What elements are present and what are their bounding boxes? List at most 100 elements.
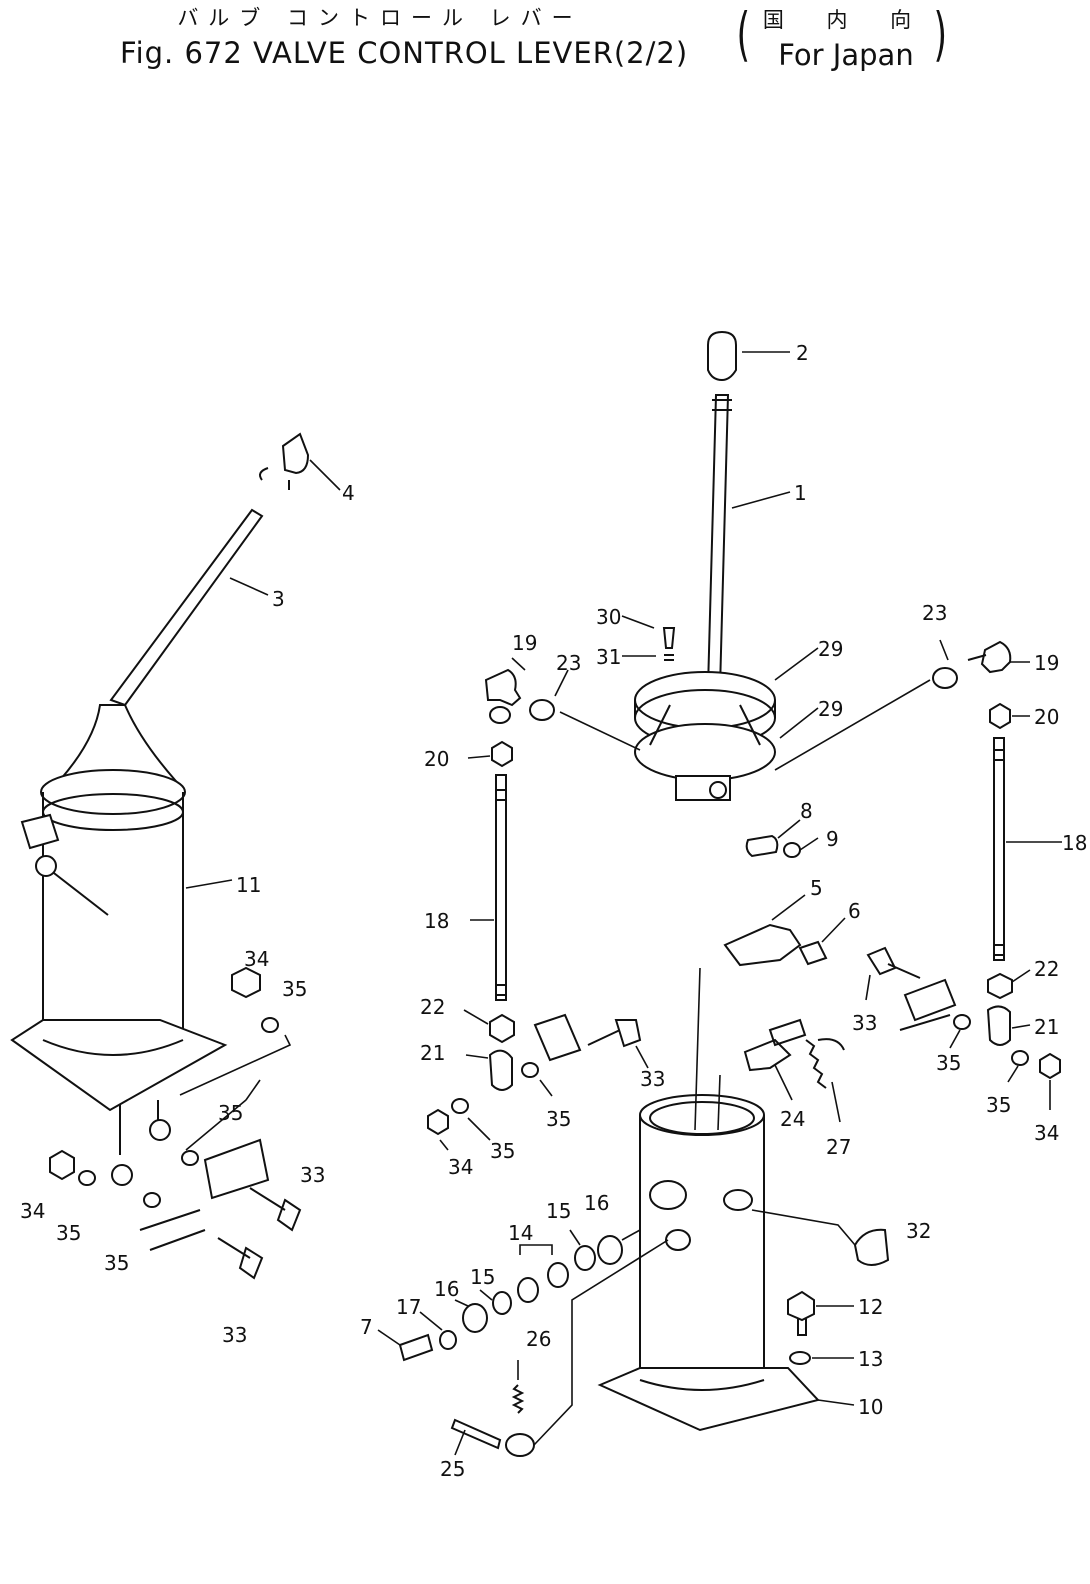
callout-35-center-b: 35 xyxy=(490,1139,515,1163)
left-lever-assembly xyxy=(10,432,341,1280)
left-washer-35b-part xyxy=(78,1170,96,1186)
title-japanese: バルブ コントロール レバー xyxy=(177,6,583,30)
leader-16a xyxy=(454,1299,469,1307)
leader-23a-line xyxy=(559,711,641,751)
leader-35h xyxy=(949,1029,961,1049)
leader-21b xyxy=(1011,1024,1031,1029)
left-rod-assembly xyxy=(427,657,649,1151)
callout-6: 6 xyxy=(848,899,861,923)
leader-10 xyxy=(817,1399,855,1406)
center-lever-rod-part xyxy=(706,394,730,689)
leader-29b xyxy=(779,707,819,739)
title-qualifier: ( 国 内 向 For Japan ) xyxy=(736,0,948,72)
callout-26: 26 xyxy=(526,1327,551,1351)
left-side-rod-part xyxy=(49,869,109,916)
callout-19-right: 19 xyxy=(1034,651,1059,675)
right-paren-glyph: ) xyxy=(933,0,948,68)
callout-33-left-a: 33 xyxy=(300,1163,325,1187)
washer-35g-part xyxy=(1011,1050,1029,1066)
callout-35-left-bottom: 35 xyxy=(56,1221,81,1245)
callout-1: 1 xyxy=(794,481,807,505)
callout-labels: 2 1 4 3 30 31 29 29 19 23 23 19 20 20 8 … xyxy=(20,341,1087,1481)
callout-34-center: 34 xyxy=(448,1155,473,1179)
callout-16-left: 16 xyxy=(434,1277,459,1301)
leader-22b xyxy=(1011,969,1031,983)
right-nut-22-part xyxy=(987,972,1013,1000)
right-plate-part xyxy=(899,978,957,1031)
pin-7-part xyxy=(398,1333,434,1362)
left-nut-22-part xyxy=(489,1013,515,1044)
seal-16a-part xyxy=(462,1303,488,1333)
callout-33-left-b: 33 xyxy=(222,1323,247,1347)
callout-32: 32 xyxy=(906,1219,931,1243)
washer-35h-part xyxy=(953,1014,971,1030)
leader-17 xyxy=(419,1311,443,1331)
center-body-part xyxy=(639,1115,765,1380)
callout-35-left-mid: 35 xyxy=(218,1101,243,1125)
ring-15b-part xyxy=(574,1245,596,1271)
left-paren-glyph: ( xyxy=(736,0,751,68)
left-bolt-33a-part xyxy=(249,1187,302,1232)
leader-35e xyxy=(467,1117,491,1141)
leader-23b xyxy=(939,639,949,661)
leader-29a xyxy=(774,647,819,681)
left-rod-end-21-part xyxy=(488,1049,513,1091)
leader-4 xyxy=(309,459,341,491)
left-ball-joint-19-neck xyxy=(489,706,511,724)
left-nut-20-part xyxy=(491,740,513,768)
leader-6 xyxy=(821,917,846,943)
leader-20a xyxy=(467,755,491,759)
washer-35f-part xyxy=(521,1062,539,1078)
left-knob-part xyxy=(281,432,310,475)
callout-10: 10 xyxy=(858,1395,883,1419)
callout-29-bottom: 29 xyxy=(818,697,843,721)
leader-left-base xyxy=(179,1034,292,1096)
callout-19-left: 19 xyxy=(512,631,537,655)
callout-16-right: 16 xyxy=(584,1191,609,1215)
callout-3: 3 xyxy=(272,587,285,611)
washer-13-part xyxy=(789,1351,811,1365)
left-clevis-plate-a-part xyxy=(203,1138,270,1200)
leader-5-to-body xyxy=(694,967,701,1131)
bolt-33d-part xyxy=(866,946,921,979)
callout-30: 30 xyxy=(596,605,621,629)
left-plate-part xyxy=(533,1013,582,1062)
callout-29-top: 29 xyxy=(818,637,843,661)
callout-33-right: 33 xyxy=(852,1011,877,1035)
callout-4: 4 xyxy=(342,481,355,505)
callout-20-left: 20 xyxy=(424,747,449,771)
callout-27: 27 xyxy=(826,1135,851,1159)
leader-30 xyxy=(621,615,655,629)
left-rod-threads xyxy=(496,789,506,996)
leader-23b-line xyxy=(774,679,931,771)
callout-13: 13 xyxy=(858,1347,883,1371)
left-lower-eye-b-part xyxy=(149,1119,171,1141)
seal-16b-part xyxy=(597,1235,623,1265)
callout-24: 24 xyxy=(780,1107,805,1131)
leader-11 xyxy=(185,879,233,889)
center-flange-top-part xyxy=(634,671,776,729)
callout-25: 25 xyxy=(440,1457,465,1481)
right-boot-23-part xyxy=(932,667,958,689)
nut-34c-part xyxy=(427,1108,449,1136)
left-ball-joint-19-part xyxy=(484,668,522,707)
leader-9 xyxy=(799,837,819,851)
callout-23-left: 23 xyxy=(556,651,581,675)
bearing-14b-part xyxy=(517,1277,539,1303)
callout-34-left-bottom: 34 xyxy=(20,1199,45,1223)
bearing-14a-part xyxy=(547,1262,569,1288)
spring-26-part xyxy=(511,1384,525,1414)
leader-19a xyxy=(511,657,526,671)
left-cone-part xyxy=(57,704,178,781)
leader-8 xyxy=(777,819,801,839)
pin-25-part xyxy=(450,1418,502,1450)
leader-1 xyxy=(731,491,791,509)
spring-27-part xyxy=(805,1038,845,1089)
leader-33d xyxy=(865,974,871,1001)
clevis-5-part xyxy=(723,923,802,967)
leader-7 xyxy=(377,1329,401,1346)
pin-8-part xyxy=(745,834,779,858)
left-washer-35c-part xyxy=(181,1150,199,1166)
callout-21-right: 21 xyxy=(1034,1015,1059,1039)
